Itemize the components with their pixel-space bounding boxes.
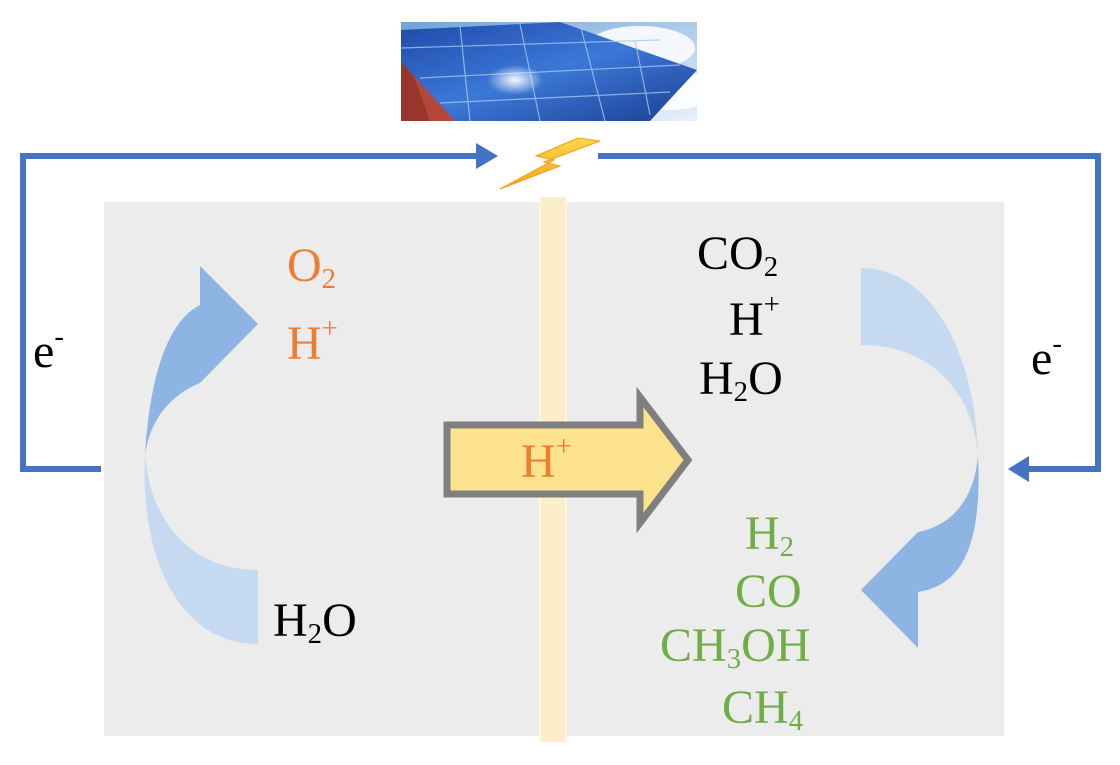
product-ch3oh: CH3OH [660, 619, 811, 676]
product-co: CO [735, 565, 802, 618]
lightning-bolt-icon [499, 137, 601, 190]
external-wire-right [598, 153, 1101, 472]
anode-proton: H+ [287, 312, 338, 370]
cathode-water: H2O [699, 352, 783, 409]
cathode-curved-arrow [861, 268, 979, 648]
electron-label-left: e- [33, 320, 64, 378]
anode-water: H2O [273, 594, 357, 651]
membrane-proton-label: H+ [521, 430, 572, 488]
solar-panel-image [400, 22, 715, 122]
anode-oxygen: O2 [287, 239, 337, 296]
cathode-proton: H+ [729, 288, 780, 346]
product-ch4: CH4 [722, 681, 804, 738]
proton-transport-arrow [443, 386, 693, 534]
external-wire-left [20, 153, 492, 472]
electron-label-right: e- [1031, 327, 1062, 385]
wire-arrowhead-right [1008, 456, 1029, 482]
wire-arrowhead-top [476, 143, 498, 169]
anode-curved-arrow [144, 266, 258, 644]
product-h2: H2 [745, 507, 795, 564]
cathode-co2: CO2 [697, 227, 779, 284]
